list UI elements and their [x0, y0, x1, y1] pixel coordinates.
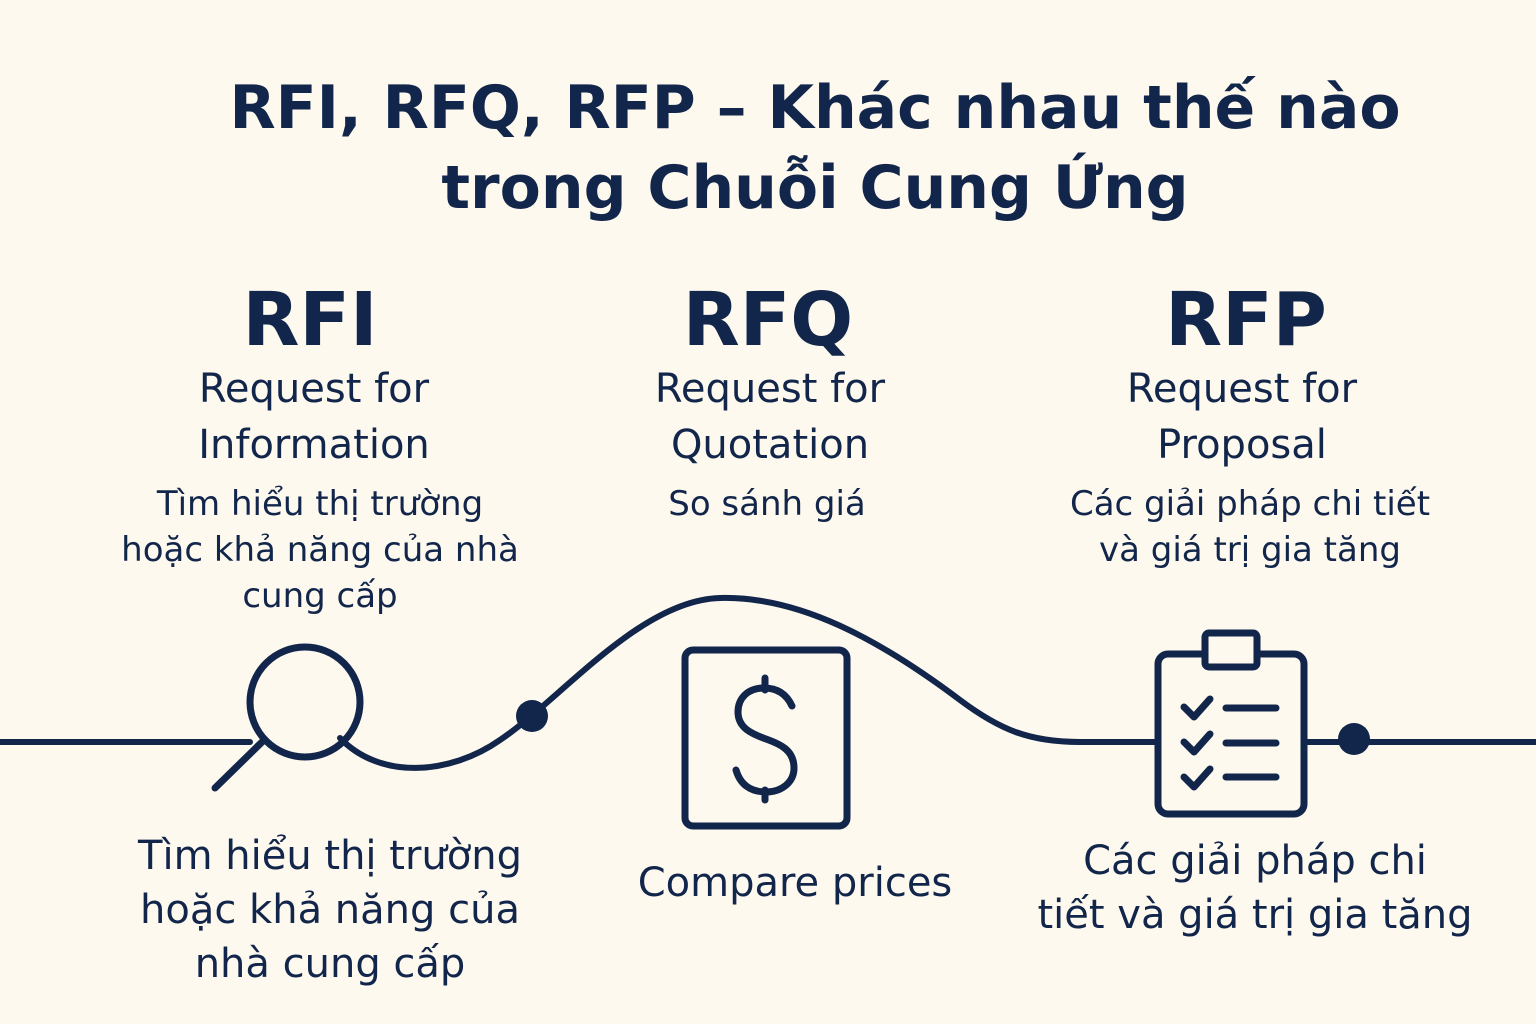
rfp-caption-line-1: Các giải pháp chi [1083, 838, 1427, 884]
rfp-abbreviation: RFP [1165, 277, 1327, 363]
rfp-caption-line-2: tiết và giá trị gia tăng [1037, 892, 1473, 938]
rfi-description-line-1: Tìm hiểu thị trường [156, 484, 484, 524]
diagram-title: RFI, RFQ, RFP – Khác nhau thế nào trong … [200, 68, 1430, 228]
rfp-full-name-line-1: Request for [1126, 366, 1358, 412]
timeline-dot [1338, 723, 1370, 755]
rfq-description: So sánh giá [567, 481, 967, 527]
clipboard-checklist-icon [1154, 629, 1308, 818]
rfq-description-line-1: So sánh giá [668, 484, 866, 524]
rfq-caption-line-1: Compare prices [637, 860, 953, 906]
rfq-abbreviation: RFQ [682, 277, 854, 363]
rfq-full-name-line-2: Quotation [670, 422, 870, 468]
rfi-description-line-3: cung cấp [242, 576, 398, 616]
rfi-abbreviation: RFI [242, 277, 378, 363]
dollar-icon [681, 646, 851, 830]
title-line-1: RFI, RFQ, RFP – Khác nhau thế nào [229, 73, 1401, 143]
rfi-caption-line-2: hoặc khả năng của [140, 887, 520, 933]
magnifier-icon [211, 643, 364, 792]
rfi-caption: Tìm hiểu thị trường hoặc khả năng của nh… [110, 829, 550, 991]
rfi-full-name: Request for Information [104, 361, 524, 473]
rfp-description-line-2: và giá trị gia tăng [1099, 530, 1401, 570]
rfp-description-line-1: Các giải pháp chi tiết [1069, 484, 1431, 524]
rfp-caption: Các giải pháp chi tiết và giá trị gia tă… [1020, 834, 1490, 942]
rfi-caption-line-3: nhà cung cấp [194, 941, 466, 987]
rfi-description: Tìm hiểu thị trường hoặc khả năng của nh… [110, 481, 530, 619]
rfq-full-name-line-1: Request for [654, 366, 886, 412]
rfp-full-name-line-2: Proposal [1157, 422, 1327, 468]
rfp-description: Các giải pháp chi tiết và giá trị gia tă… [1030, 481, 1470, 573]
title-line-2: trong Chuỗi Cung Ứng [441, 153, 1189, 223]
rfi-full-name-line-2: Information [198, 422, 430, 468]
rfp-full-name: Request for Proposal [1032, 361, 1452, 473]
rfi-full-name-line-1: Request for [198, 366, 430, 412]
timeline-dot [516, 700, 548, 732]
rfq-caption: Compare prices [590, 856, 1000, 910]
timeline-curve [337, 594, 1536, 771]
rfi-description-line-2: hoặc khả năng của nhà [121, 530, 519, 570]
rfq-full-name: Request for Quotation [560, 361, 980, 473]
rfi-caption-line-1: Tìm hiểu thị trường [138, 833, 522, 879]
